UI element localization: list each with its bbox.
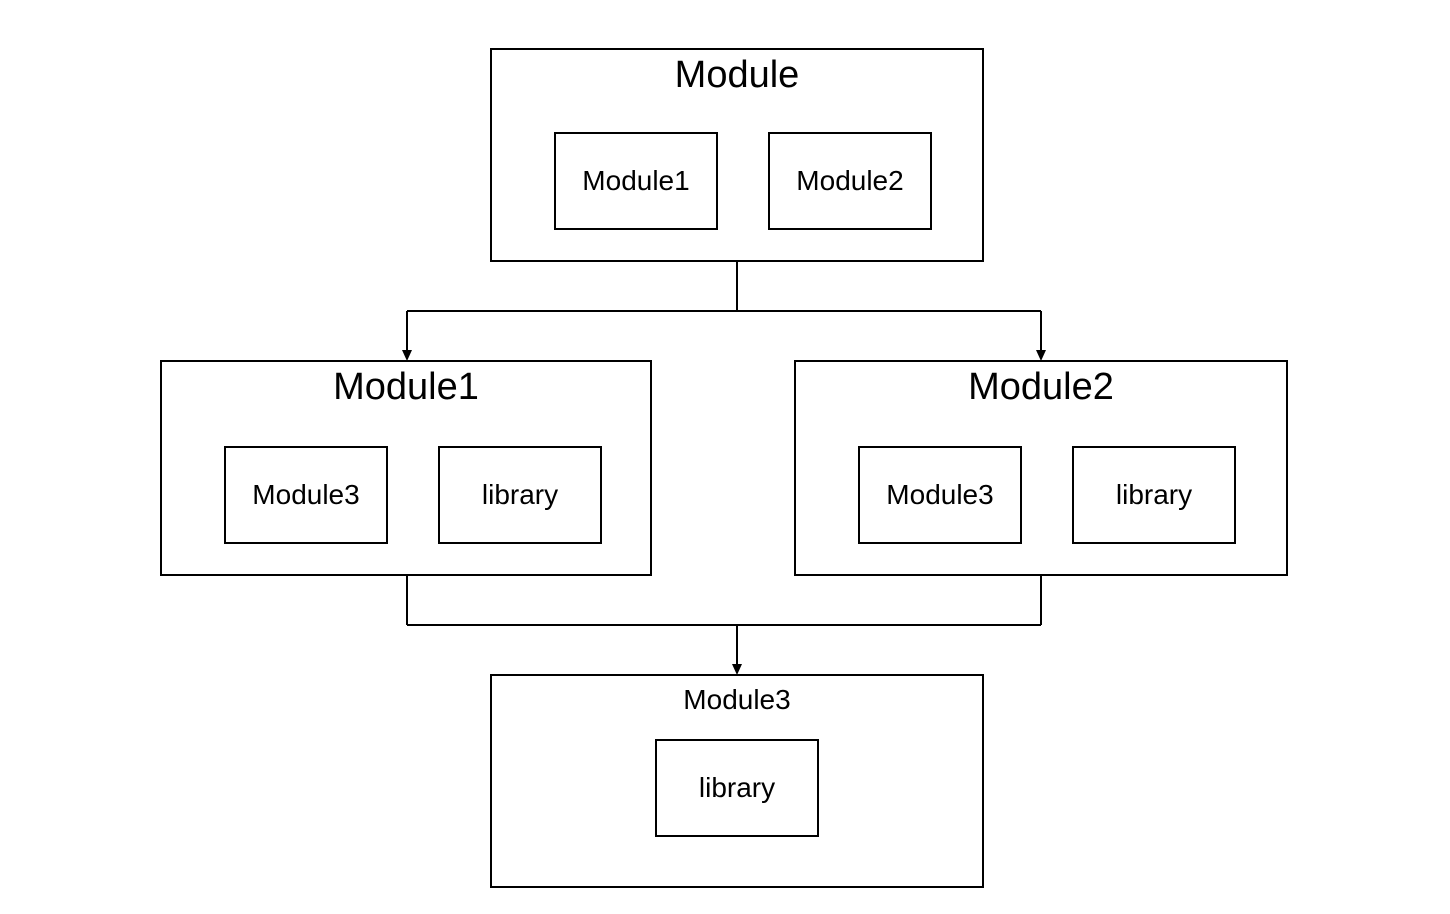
module-top-child-module1: Module1 [554, 132, 718, 230]
module-title-module1: Module1 [333, 366, 479, 408]
module1-child-library: library [438, 446, 602, 544]
module2-child-module3: Module3 [858, 446, 1022, 544]
module-top-child-module2: Module2 [768, 132, 932, 230]
module-box-module3: Module3 library [490, 674, 984, 888]
module-title-module2: Module2 [968, 366, 1114, 408]
module-box-top: Module Module1 Module2 [490, 48, 984, 262]
module-box-module2: Module2 Module3 library [794, 360, 1288, 576]
module-title-module3: Module3 [683, 684, 791, 715]
module2-child-library: library [1072, 446, 1236, 544]
module-box-module1: Module1 Module3 library [160, 360, 652, 576]
module-title-top: Module [674, 54, 800, 96]
module3-child-library: library [655, 739, 819, 837]
module1-child-module3: Module3 [224, 446, 388, 544]
